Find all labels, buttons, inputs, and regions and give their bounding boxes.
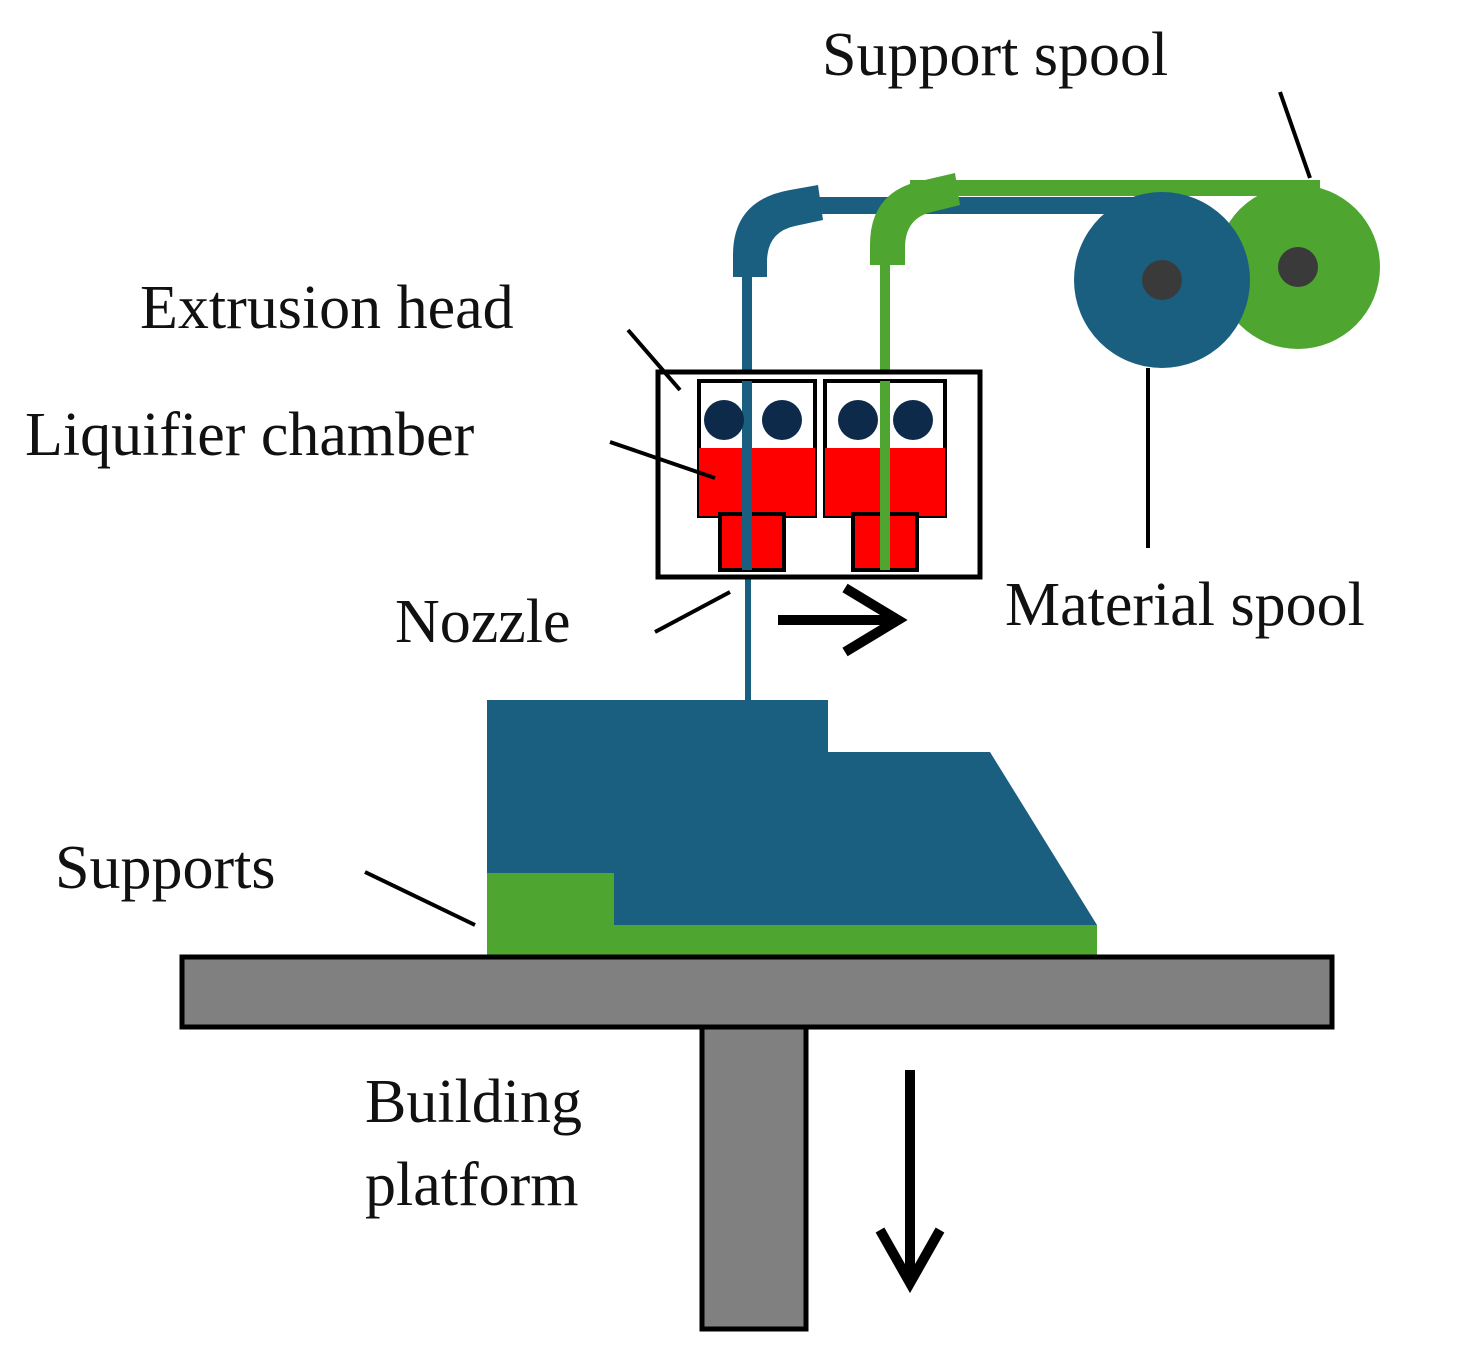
leader-supports	[364, 870, 476, 927]
label-liquifier-chamber: Liquifier chamber	[25, 401, 475, 469]
label-extrusion-head: Extrusion head	[140, 274, 514, 342]
feed-roller-left-a	[704, 400, 744, 440]
support-spool	[1216, 185, 1380, 349]
model-extruded-strand	[745, 570, 751, 702]
leader-nozzle	[654, 590, 731, 634]
extrusion-head	[655, 369, 983, 580]
leader-lines	[364, 91, 1312, 927]
arrow-down-icon	[875, 1070, 945, 1294]
label-support-spool: Support spool	[822, 21, 1168, 89]
leader-support-spool	[1278, 91, 1312, 179]
building-platform	[179, 954, 1335, 1332]
support-structure	[487, 873, 1097, 955]
leader-liquifier-chamber	[609, 440, 716, 480]
label-supports: Supports	[55, 834, 275, 902]
liquifier-chamber-left	[697, 379, 817, 572]
support-spool-hub	[1278, 247, 1318, 287]
material-spool-hub	[1142, 260, 1182, 300]
feed-roller-right-b	[893, 400, 933, 440]
leader-extrusion-head	[626, 328, 682, 392]
material-spool	[1074, 192, 1250, 368]
platform-plate	[179, 954, 1335, 1030]
label-building-platform-line2: platform	[365, 1151, 579, 1219]
feed-roller-right-a	[838, 400, 878, 440]
label-building-platform-line1: Building	[365, 1068, 582, 1136]
label-nozzle: Nozzle	[395, 588, 571, 656]
liquifier-chamber-right	[823, 379, 947, 572]
printed-part	[487, 700, 1097, 955]
feed-roller-left-b	[762, 400, 802, 440]
model-part	[487, 700, 1097, 925]
model-filament-horizontal	[780, 197, 1160, 214]
labels: Support spool Extrusion head Liquifier c…	[25, 21, 1365, 1219]
support-filament-horizontal	[910, 180, 1320, 196]
label-material-spool: Material spool	[1005, 571, 1365, 639]
arrow-right-icon	[778, 583, 908, 657]
platform-column	[699, 1024, 809, 1332]
